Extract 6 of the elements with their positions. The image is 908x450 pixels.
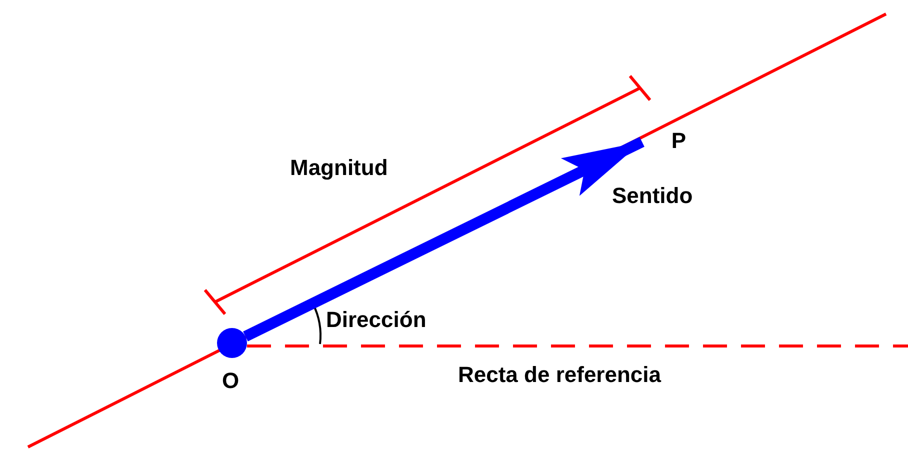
text-label: Recta de referencia <box>458 364 661 386</box>
point-label: P <box>642 110 686 152</box>
text-label: Dirección <box>326 309 426 331</box>
point-label: O <box>222 370 240 392</box>
text-label: Magnitud <box>290 157 388 179</box>
text-label: Sentido <box>612 185 693 207</box>
